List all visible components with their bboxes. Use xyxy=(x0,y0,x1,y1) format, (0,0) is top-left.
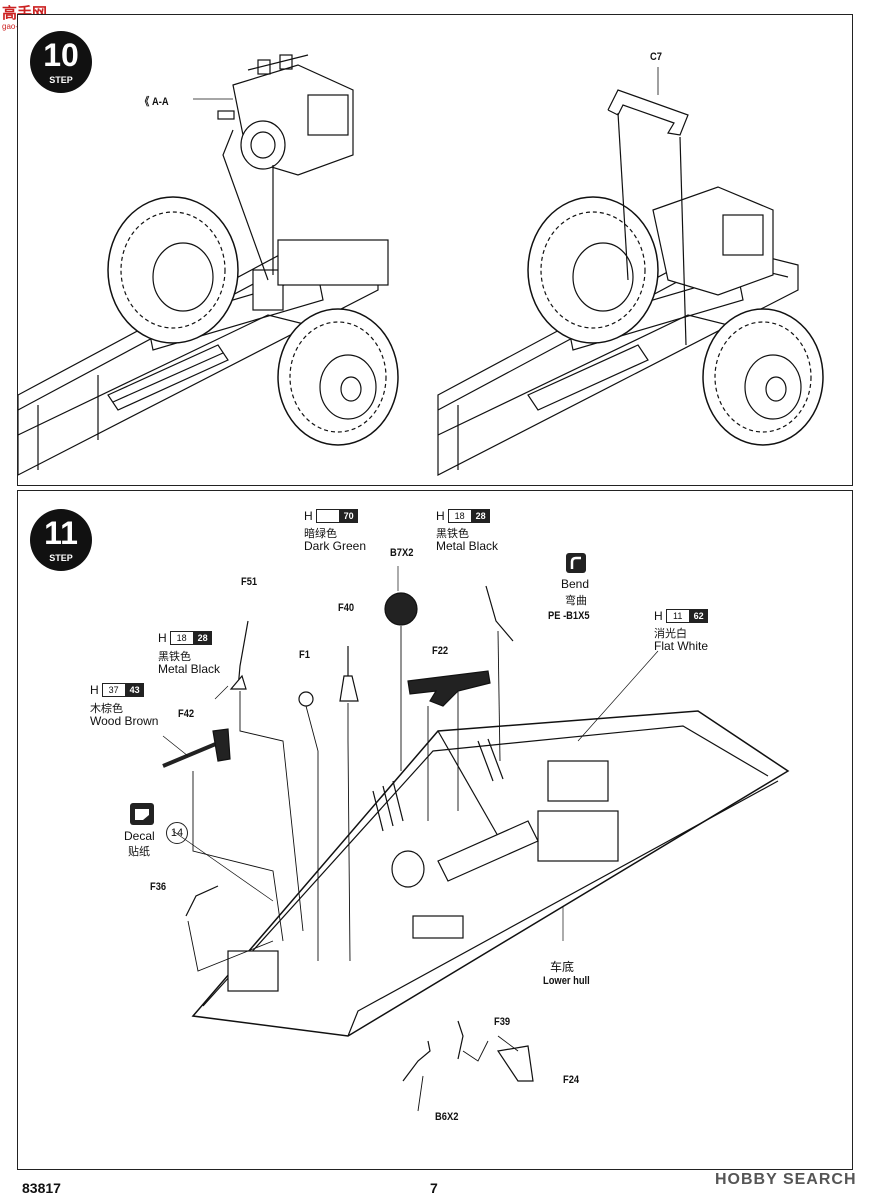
step-11-label: STEP xyxy=(49,553,73,563)
paint-code-black: 43 xyxy=(125,683,144,697)
paint-h: H xyxy=(304,509,313,523)
bend-icon xyxy=(566,553,586,573)
part-f24: F24 xyxy=(563,1074,580,1086)
step-10-number: 10 xyxy=(43,37,79,73)
paint-code-white: 37 xyxy=(101,683,126,697)
paint-code-black: 62 xyxy=(689,609,708,623)
step-10-label: STEP xyxy=(49,75,73,85)
step-10-drawing xyxy=(18,54,824,476)
arrow-engine-to-mount xyxy=(222,129,269,281)
paint-code-black: 28 xyxy=(193,631,212,645)
lower-hull-en: Lower hull xyxy=(543,975,590,987)
paint-h: H xyxy=(90,683,99,697)
page-number: 7 xyxy=(430,1180,438,1196)
paint-wood-brown-en: Wood Brown xyxy=(90,714,159,728)
paint-metal-black-2: H 18 28 xyxy=(158,631,212,645)
part-f42: F42 xyxy=(178,708,195,720)
f36-part xyxy=(185,885,219,917)
paint-dark-green: H 70 xyxy=(304,509,358,523)
paint-metal-black-2-cn: 黑铁色 xyxy=(158,651,191,663)
callout-c7: C7 xyxy=(650,51,662,63)
paint-metal-black-1: H 18 28 xyxy=(436,509,490,523)
paint-flat-white-en: Flat White xyxy=(654,639,709,653)
part-f22: F22 xyxy=(432,645,449,657)
step-10-panel: 10 STEP xyxy=(17,14,853,486)
part-b7x2: B7X2 xyxy=(390,547,414,559)
f39-part xyxy=(457,1020,464,1060)
lower-hull-cn: 车底 xyxy=(550,960,575,974)
paint-flat-white-cn: 消光白 xyxy=(654,628,687,640)
paint-metal-black-1-en: Metal Black xyxy=(436,539,499,553)
part-f36: F36 xyxy=(150,881,167,893)
step-11-panel: 11 STEP xyxy=(17,490,853,1170)
decal-label-en: Decal xyxy=(124,829,155,843)
part-pe-b1x5: PE -B1X5 xyxy=(548,610,590,622)
step-10-badge: 10 STEP xyxy=(30,31,92,93)
paint-dark-green-en: Dark Green xyxy=(304,539,367,553)
paint-flat-white: H 11 62 xyxy=(654,609,708,623)
decal-icon xyxy=(130,803,154,825)
f42-part xyxy=(162,741,219,768)
b7-part xyxy=(384,592,418,626)
pe-b1-part xyxy=(485,585,514,642)
engine-illustration xyxy=(217,54,354,176)
bend-label-en: Bend xyxy=(561,577,590,591)
paint-metal-black-2-en: Metal Black xyxy=(158,662,221,676)
c7-part xyxy=(607,89,689,136)
paint-metal-black-1-cn: 黑铁色 xyxy=(436,528,469,540)
paint-code-black: 28 xyxy=(471,509,490,523)
paint-code-white xyxy=(315,509,340,523)
b6-part xyxy=(402,1040,431,1082)
part-f1: F1 xyxy=(299,649,310,661)
callout-a-a: 《 A-A xyxy=(140,96,169,108)
step-11-drawing xyxy=(162,566,790,1112)
brand-watermark: HOBBY SEARCH xyxy=(715,1171,857,1188)
part-f51: F51 xyxy=(241,576,258,588)
paint-wood-brown-cn: 木棕色 xyxy=(90,703,123,715)
step-11-number: 11 xyxy=(44,515,78,551)
f1-part xyxy=(298,691,314,707)
paint-code-white: 18 xyxy=(169,631,194,645)
f22-part xyxy=(407,670,491,707)
paint-h: H xyxy=(654,609,663,623)
left-chassis-illustration xyxy=(18,196,399,476)
decal-number: 14 xyxy=(170,827,184,839)
right-chassis-illustration xyxy=(437,186,824,476)
paint-wood-brown: H 37 43 xyxy=(90,683,144,697)
lower-hull-illustration xyxy=(191,710,790,1037)
step-11-badge: 11 STEP xyxy=(30,509,92,571)
bend-label-cn: 弯曲 xyxy=(565,595,587,607)
paint-code-white: 18 xyxy=(447,509,472,523)
f24-part xyxy=(496,1045,534,1082)
part-f40: F40 xyxy=(338,602,355,614)
decal-number-circle: 14 xyxy=(166,822,188,844)
product-code: 83817 xyxy=(22,1180,61,1196)
part-b6x2: B6X2 xyxy=(435,1111,459,1123)
paint-code-white: 11 xyxy=(665,609,690,623)
paint-h: H xyxy=(436,509,445,523)
paint-code-black: 70 xyxy=(339,509,358,523)
paint-dark-green-cn: 暗绿色 xyxy=(304,528,337,540)
decal-label-cn: 贴纸 xyxy=(128,846,150,858)
paint-h: H xyxy=(158,631,167,645)
part-f39: F39 xyxy=(494,1016,511,1028)
